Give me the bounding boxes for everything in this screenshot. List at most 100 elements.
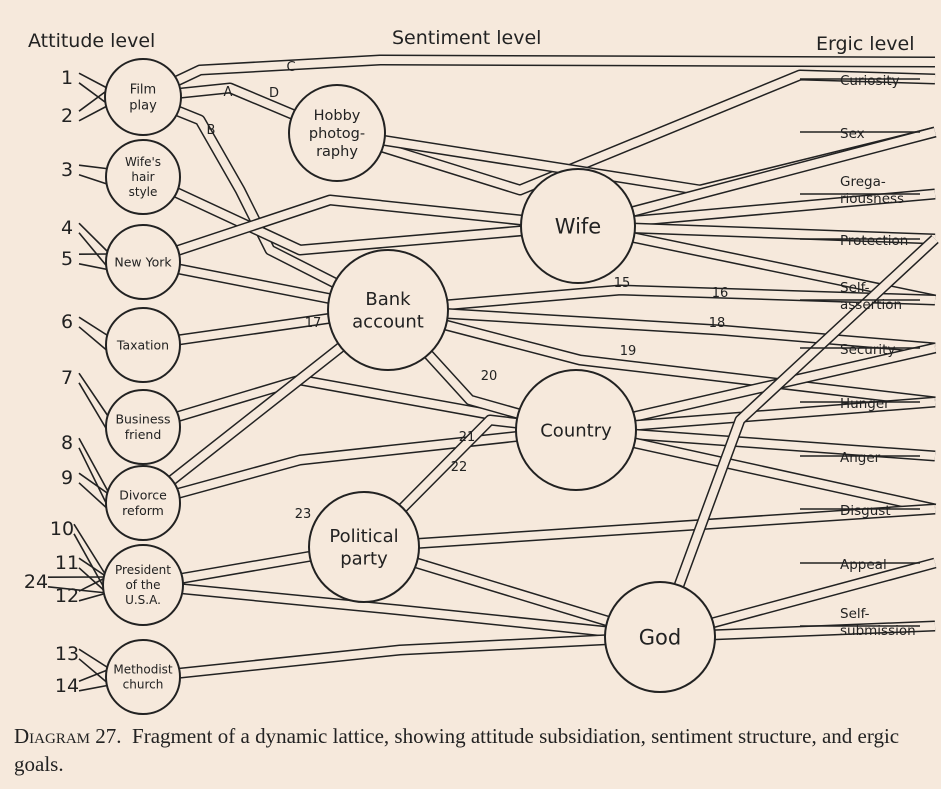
sentiment-node-label: Wife	[555, 214, 601, 238]
attitude-ray	[78, 88, 110, 112]
ergic-level-header: Ergic level	[816, 33, 915, 55]
figure-caption: Diagram 27. Fragment of a dynamic lattic…	[14, 722, 934, 778]
attitude-ray	[73, 533, 108, 594]
attitude-ray	[78, 82, 110, 106]
attitude-ray	[78, 222, 111, 255]
attitude-node-label: Taxation	[116, 337, 169, 352]
sentiment-node-label: photog-	[309, 126, 365, 142]
attitude-number: 2	[61, 105, 73, 127]
path-letter: B	[207, 123, 216, 138]
country-disgust	[574, 424, 937, 515]
attitude-number: 10	[50, 518, 74, 540]
party-disgust	[363, 503, 936, 553]
sentiment-node-label: Country	[540, 420, 612, 441]
attitude-number: 13	[55, 643, 79, 665]
attitude-ray	[78, 104, 110, 122]
attitude-node-label: friend	[125, 427, 162, 442]
attitude-number: 7	[61, 367, 73, 389]
newyork-wife	[141, 194, 579, 268]
ergic-goal-label: Hunger	[840, 396, 890, 412]
sentiment-node-label: party	[340, 549, 388, 570]
ergic-goal-label: Self-	[840, 280, 870, 296]
attitude-ray	[78, 263, 111, 271]
path-letter: D	[269, 86, 279, 101]
attitude-number: 1	[61, 67, 73, 89]
attitude-ray	[78, 72, 110, 90]
attitude-ray	[78, 382, 111, 436]
path-number: 18	[709, 316, 726, 331]
attitude-node-label: Divorce	[119, 488, 167, 503]
sentiment-node-label: Political	[329, 526, 398, 547]
sentiment-node: Country	[515, 369, 637, 491]
bank-security-18	[387, 304, 936, 354]
ergic-goal-label: Anger	[840, 450, 881, 466]
sentiment-node-label: Bank	[365, 289, 411, 310]
path-number: 16	[712, 286, 729, 301]
sentiment-node-label: raphy	[316, 144, 358, 160]
attitude-ray	[78, 164, 111, 170]
path-b	[140, 91, 391, 315]
path-number: 19	[620, 344, 637, 359]
attitude-ray	[78, 447, 111, 512]
ergic-goal-label: Sex	[840, 126, 865, 142]
attitude-ray	[78, 592, 108, 602]
attitude-number: 3	[61, 159, 73, 181]
sentiment-node-label: Hobby	[314, 108, 361, 124]
path-number: 22	[451, 460, 468, 475]
ergic-goal-label: submission	[840, 623, 916, 639]
attitude-ray	[78, 576, 108, 592]
attitude-ray	[78, 482, 111, 512]
caption-label: Diagram 27.	[14, 724, 122, 748]
ergic-goal-label: Self-	[840, 606, 870, 622]
attitude-node-label: reform	[122, 503, 164, 518]
attitude-node-label: Wife's	[125, 155, 161, 169]
attitude-ray	[78, 232, 111, 271]
attitude-node: Taxation	[105, 307, 181, 383]
attitude-ray	[78, 658, 111, 686]
caption-text: Fragment of a dynamic lattice, showing a…	[14, 724, 900, 776]
bank-hunger-19	[386, 304, 936, 408]
attitude-node-label: New York	[114, 254, 172, 269]
attitude-number: 9	[61, 467, 73, 489]
attitude-number: 8	[61, 432, 73, 454]
ergic-goal-label: riousness	[840, 191, 904, 207]
attitude-node-label: play	[129, 99, 157, 114]
attitude-node-label: church	[123, 678, 164, 692]
attitude-number: 4	[61, 217, 73, 239]
attitude-ray	[78, 648, 111, 670]
attitude-ray	[73, 523, 108, 578]
path-number: 17	[305, 316, 322, 331]
attitude-node-label: U.S.A.	[125, 593, 161, 607]
sentiment-node: Wife	[520, 168, 636, 284]
attitude-node-label: hair	[131, 170, 154, 184]
attitude-number: 11	[55, 552, 79, 574]
attitude-ray	[78, 668, 111, 682]
ergic-goal-label: Appeal	[840, 557, 887, 573]
attitude-ray	[78, 372, 111, 420]
ergic-goal-label: Grega-	[840, 174, 886, 190]
ergic-goal-label: Protection	[840, 233, 908, 249]
attitude-number: 6	[61, 311, 73, 333]
president-god	[142, 579, 661, 643]
sentiment-node: Hobby photog-raphy	[288, 84, 386, 182]
attitude-node-label: Methodist	[113, 663, 173, 677]
sentiment-level-header: Sentiment level	[392, 27, 541, 49]
ergic-goal-label: assertion	[840, 297, 902, 313]
ergic-goal-label: Disgust	[840, 503, 891, 519]
attitude-node: New York	[105, 224, 181, 300]
attitude-level-header: Attitude level	[28, 30, 155, 52]
attitude-node-label: of the	[125, 578, 160, 592]
path-number: 21	[459, 430, 476, 445]
attitude-ray	[78, 684, 111, 692]
attitude-ray	[78, 472, 111, 496]
path-letter: A	[224, 85, 233, 100]
wife-gregariousness	[577, 188, 936, 232]
path-letter: C	[286, 60, 295, 75]
